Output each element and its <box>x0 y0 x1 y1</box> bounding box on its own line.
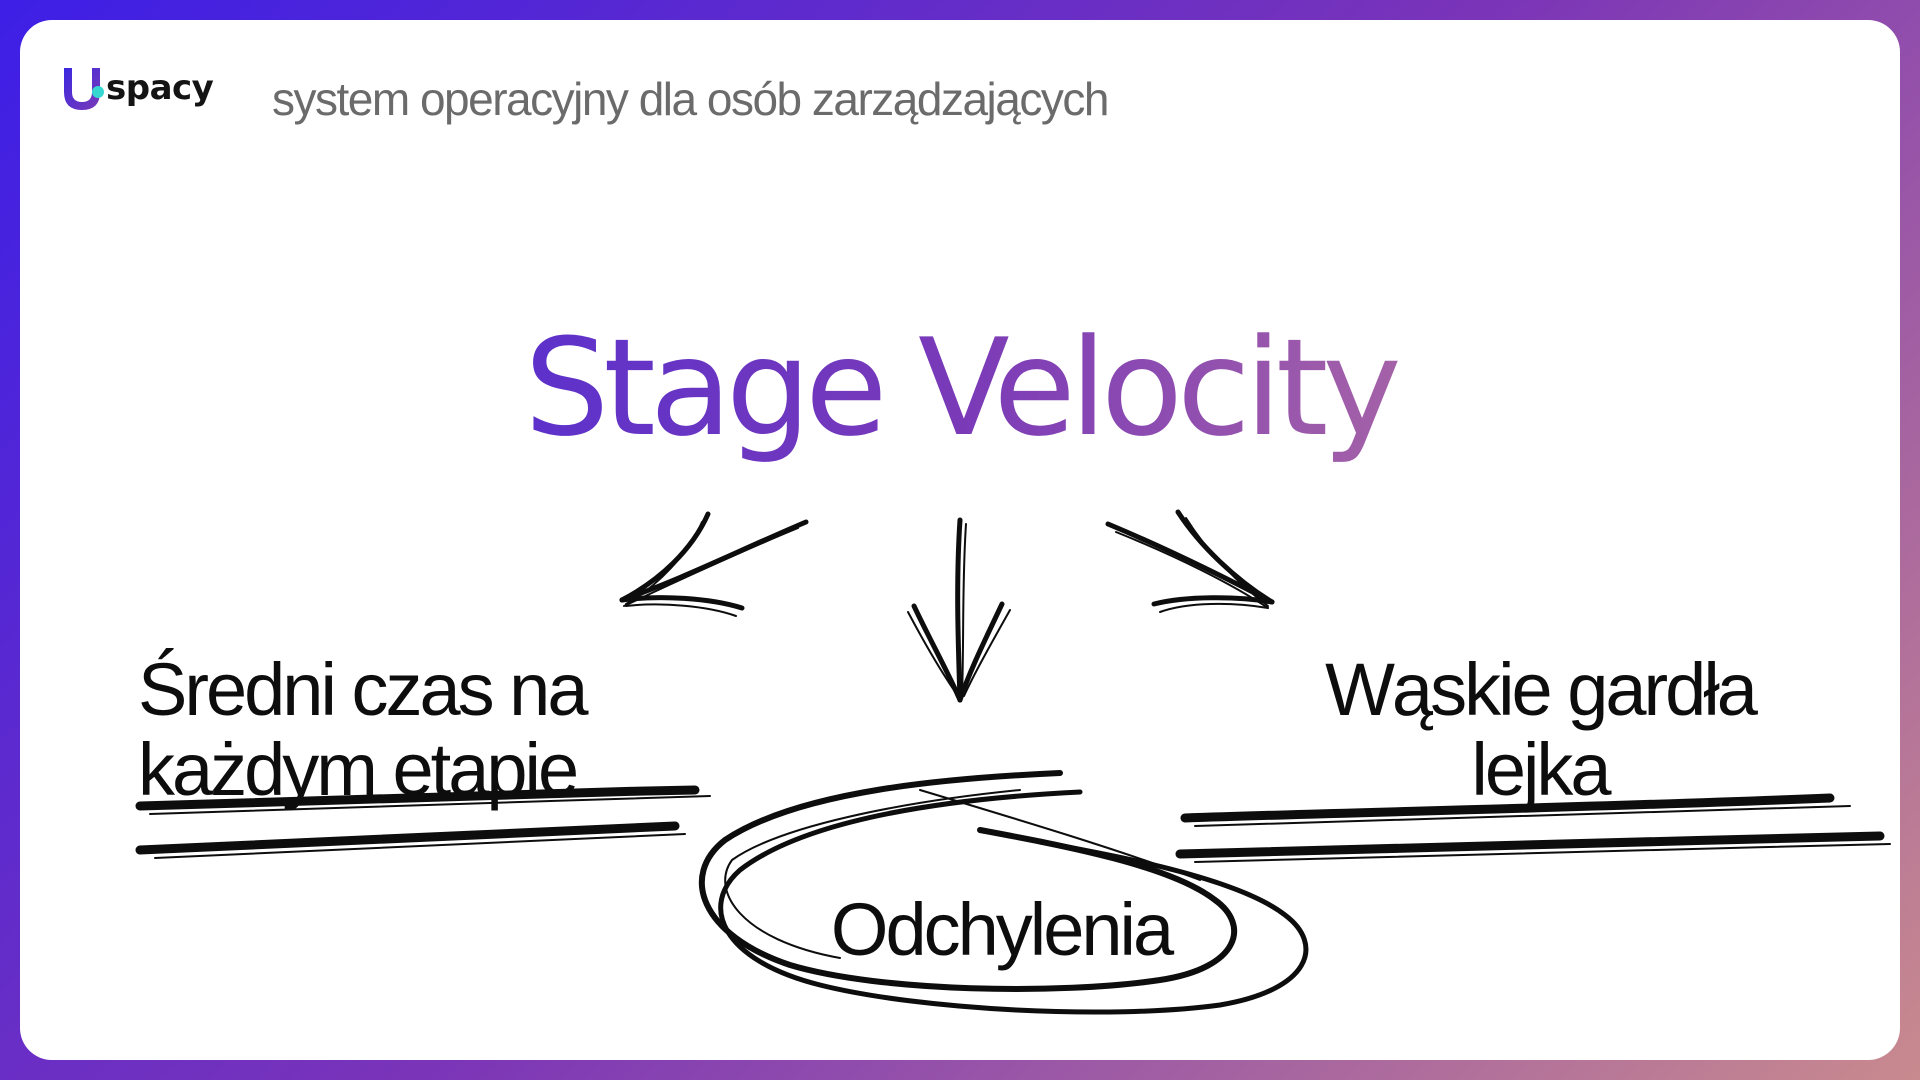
branch-center-line-1: Odchylenia <box>830 888 1174 971</box>
uspacy-logo-icon <box>64 68 104 110</box>
underline-right-icon <box>1175 793 1891 863</box>
branch-label-right: Wąskie gardła lejka <box>1260 650 1820 810</box>
underline-left-icon <box>135 785 711 859</box>
arrow-right-icon <box>1105 509 1275 613</box>
uspacy-logo: spacy <box>60 64 214 112</box>
diagram-title: Stage Velocity <box>20 310 1900 466</box>
branch-label-center: Odchylenia <box>766 890 1236 970</box>
arrow-down-icon <box>907 517 1011 703</box>
hand-drawn-strokes <box>135 509 1891 1015</box>
arrow-left-icon <box>619 511 809 617</box>
circle-odchylenia-icon <box>698 770 1309 1015</box>
branch-label-left: Średni czas na każdym etapie <box>138 650 738 810</box>
branch-right-line-1: Wąskie gardła <box>1325 648 1758 731</box>
branch-left-line-2: każdym etapie <box>138 728 579 811</box>
slide-card: spacy system operacyjny dla osób zarządz… <box>20 20 1900 1060</box>
branch-right-line-2: lejka <box>1471 728 1611 811</box>
logo-text: spacy <box>106 68 214 108</box>
branch-left-line-1: Średni czas na <box>138 648 589 731</box>
tagline: system operacyjny dla osób zarządzającyc… <box>272 73 1109 125</box>
